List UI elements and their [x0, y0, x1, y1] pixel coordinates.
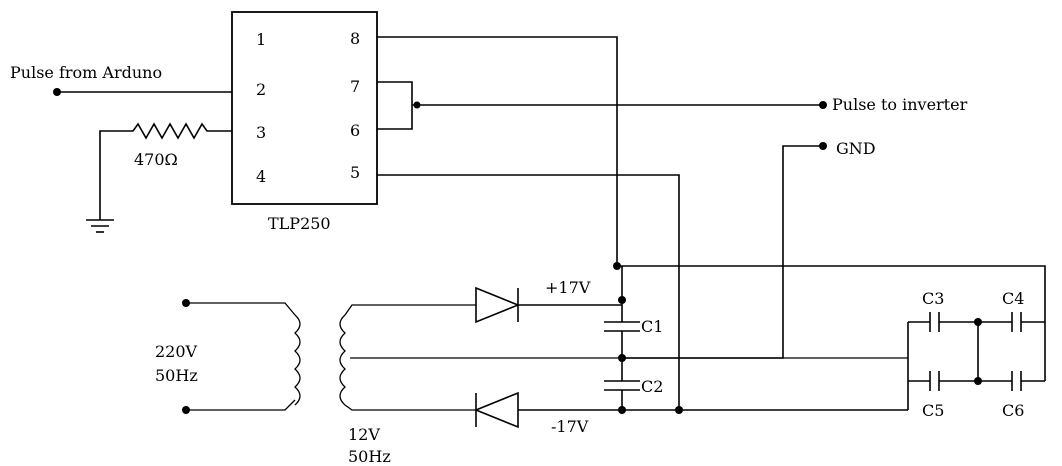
primary-bottom-lead — [186, 399, 296, 411]
tlp250-chip-body — [231, 11, 378, 205]
primary-voltage-label: 220V — [155, 342, 198, 361]
pin-1-label: 1 — [256, 30, 266, 49]
pulse-output-label: Pulse to inverter — [832, 95, 968, 114]
resistor-470-symbol — [99, 122, 232, 220]
minus-voltage-label: -17V — [551, 417, 589, 436]
capacitor-c5-label: C5 — [922, 401, 944, 420]
capacitor-c1 — [604, 321, 640, 332]
chip-name-label: TLP250 — [268, 214, 331, 233]
ground-symbol — [86, 219, 114, 233]
pin8-supply-wire — [377, 36, 618, 266]
pulse-output-terminal — [819, 101, 827, 109]
plus-voltage-label: +17V — [545, 278, 591, 297]
capacitor-c4-label: C4 — [1002, 289, 1024, 308]
upper-diode — [475, 286, 521, 324]
capacitor-c5 — [929, 371, 940, 391]
pin-4-label: 4 — [256, 167, 266, 186]
capacitor-c3 — [929, 312, 940, 332]
primary-top-lead — [186, 302, 296, 316]
capacitor-c2 — [604, 380, 640, 391]
junction-plus-rail — [618, 296, 626, 304]
secondary-top-lead — [344, 304, 476, 316]
capacitor-c4 — [1011, 312, 1022, 332]
secondary-coil — [339, 314, 346, 406]
junction-plus-top — [613, 262, 621, 270]
pin-2-label: 2 — [256, 80, 266, 99]
junction-center-tap — [618, 354, 626, 362]
capacitor-c6-label: C6 — [1002, 401, 1024, 420]
pin7-pin6-bridge — [377, 81, 413, 130]
lower-diode — [473, 391, 519, 429]
resistor-value-label: 470Ω — [134, 150, 178, 169]
pin-7-label: 7 — [350, 77, 360, 96]
capacitor-c1-label: C1 — [641, 317, 663, 336]
capacitor-c2-label: C2 — [641, 377, 663, 396]
pin-3-label: 3 — [256, 123, 266, 142]
capacitor-c6 — [1011, 371, 1022, 391]
primary-coil — [294, 314, 301, 406]
pin-6-label: 6 — [350, 121, 360, 140]
junction-minus-rail — [618, 406, 626, 414]
secondary-voltage-label: 12V — [348, 425, 380, 444]
secondary-bottom-lead — [344, 404, 476, 411]
junction-c3-c4 — [974, 318, 982, 326]
gnd-terminal — [819, 142, 827, 150]
junction-c5-c6 — [974, 377, 982, 385]
gnd-label: GND — [836, 139, 876, 158]
pin-8-label: 8 — [350, 29, 360, 48]
junction-pin5-rail — [675, 406, 683, 414]
pin5-negative-wire — [377, 174, 680, 410]
secondary-frequency-label: 50Hz — [348, 447, 391, 466]
plus-bus-to-right — [617, 265, 1046, 322]
pin-5-label: 5 — [350, 163, 360, 182]
primary-frequency-label: 50Hz — [155, 366, 198, 385]
pulse-input-label: Pulse from Arduno — [10, 63, 162, 82]
capacitor-c3-label: C3 — [922, 289, 944, 308]
